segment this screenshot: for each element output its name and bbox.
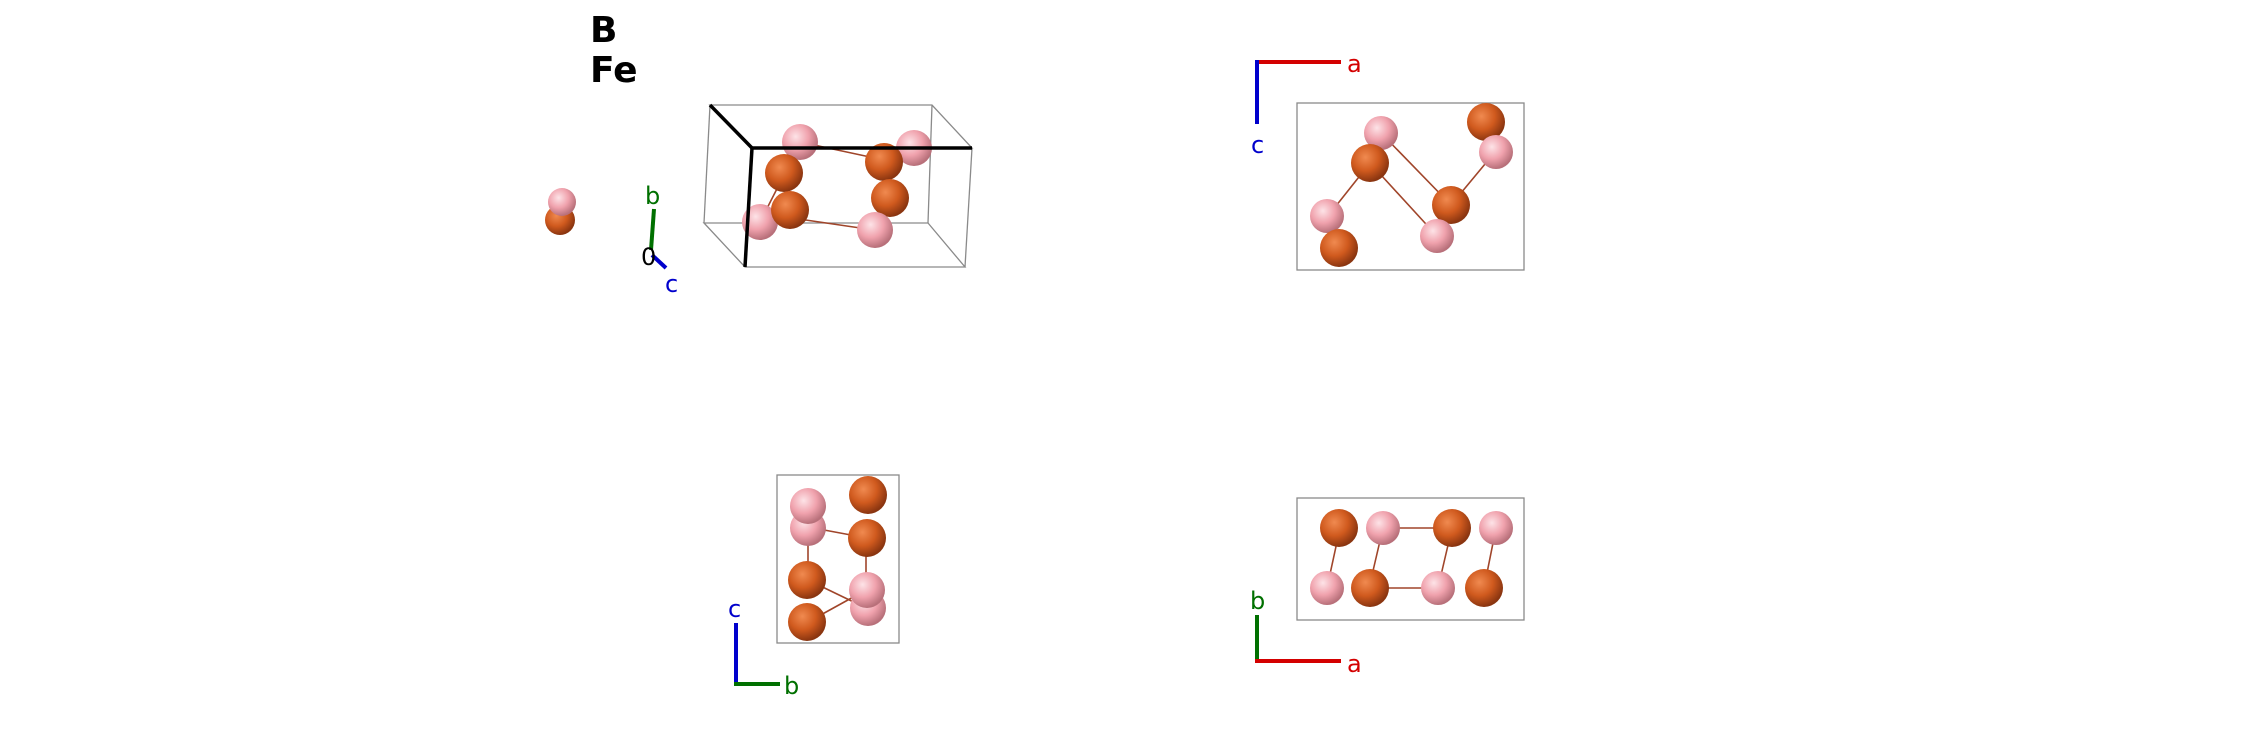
fe-atom: [788, 603, 826, 641]
b-atom: [1479, 511, 1513, 545]
fe-atom: [865, 143, 903, 181]
b-atom: [1421, 571, 1455, 605]
axis-b-line: [649, 208, 656, 251]
unit-cell-outline: [1296, 497, 1525, 621]
b-atom: [742, 204, 778, 240]
axis-b-label: b: [1250, 587, 1265, 615]
fe-atom: [1351, 144, 1389, 182]
fe-atom: [1433, 509, 1471, 547]
axes-triad-perspective: b 0 c: [641, 182, 678, 298]
fe-atom: [1320, 229, 1358, 267]
b-atom: [548, 188, 576, 216]
fe-atom: [1465, 569, 1503, 607]
perspective-view: b 0 c: [545, 103, 974, 298]
unit-cell-bottom-face: [702, 222, 967, 268]
b-atom: [1310, 199, 1344, 233]
element-legend: B Fe: [590, 10, 638, 91]
b-atom: [790, 488, 826, 524]
legend-label-b: B: [590, 10, 617, 51]
fe-atom: [1467, 103, 1505, 141]
b-atom: [1310, 571, 1344, 605]
legend-label-fe: Fe: [590, 50, 638, 91]
fe-atom: [1320, 509, 1358, 547]
b-atom: [849, 572, 885, 608]
axes-triad-bc: c b: [728, 595, 799, 700]
view-ac: a c: [1251, 50, 1525, 271]
axis-c-label: c: [728, 595, 741, 623]
unit-cell-edge-bold: [743, 147, 754, 268]
axis-b-label: b: [645, 182, 660, 210]
unit-cell-edge-bold: [708, 103, 754, 150]
fe-atom: [1351, 569, 1389, 607]
axis-c-label: c: [1251, 131, 1264, 159]
b-atom: [1364, 116, 1398, 150]
view-ab: b a: [1250, 497, 1525, 678]
unit-cell-edge: [703, 104, 711, 224]
b-atom: [782, 124, 818, 160]
b-atom: [1479, 135, 1513, 169]
unit-cell-outline: [776, 474, 900, 644]
b-atom: [1366, 511, 1400, 545]
axis-a-label: a: [1347, 50, 1362, 78]
fe-atom: [771, 191, 809, 229]
axis-origin-label: 0: [641, 243, 656, 271]
axis-a-label: a: [1347, 650, 1362, 678]
fe-atom: [765, 154, 803, 192]
fe-atom: [871, 179, 909, 217]
unit-cell-outline: [1296, 102, 1525, 271]
axis-b-label: b: [784, 672, 799, 700]
fe-atom: [848, 519, 886, 557]
unit-cell-back-face: [708, 104, 974, 149]
fe-atom: [849, 476, 887, 514]
axes-triad-ac: a c: [1251, 50, 1362, 159]
axes-triad-ab: b a: [1250, 587, 1362, 678]
unit-cell-edge: [927, 104, 933, 224]
axis-c-line: [650, 253, 668, 270]
unit-cell-edge: [964, 147, 973, 268]
fe-atom: [788, 561, 826, 599]
b-atom: [1420, 219, 1454, 253]
view-bc: c b: [728, 474, 900, 700]
fe-atom: [1432, 186, 1470, 224]
b-atom: [857, 212, 893, 248]
axis-c-label: c: [665, 270, 678, 298]
